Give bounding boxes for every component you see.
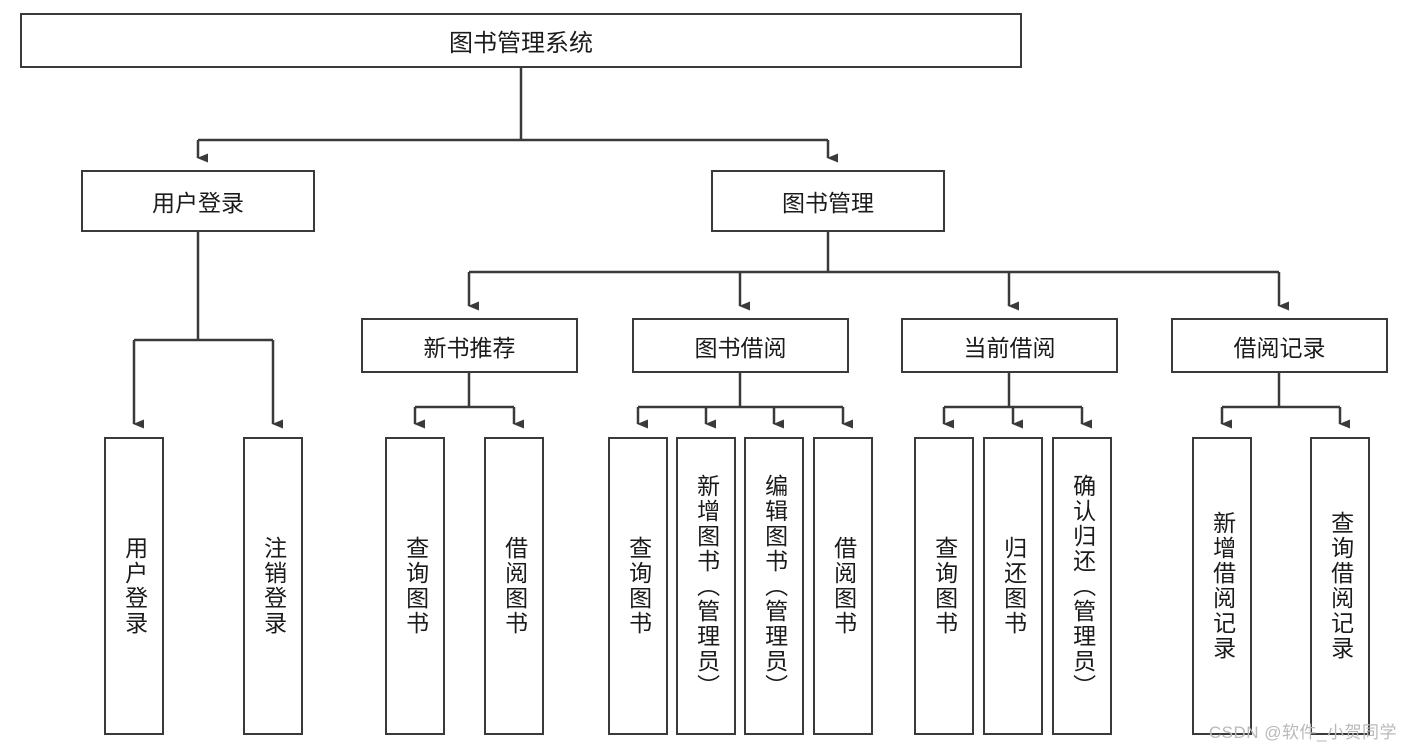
leaf-query-book-current-label: 查询图书 bbox=[931, 536, 958, 636]
leaf-user-login-label: 用户登录 bbox=[121, 536, 148, 636]
leaf-add-book-admin[interactable]: 新增图书（管理员） bbox=[676, 437, 736, 735]
node-book-borrow[interactable]: 图书借阅 bbox=[632, 318, 849, 373]
leaf-add-borrow-record[interactable]: 新增借阅记录 bbox=[1192, 437, 1252, 735]
leaf-user-logout-label: 注销登录 bbox=[260, 536, 287, 636]
leaf-edit-book-admin[interactable]: 编辑图书（管理员） bbox=[744, 437, 804, 735]
node-new-book-recommend-label: 新书推荐 bbox=[423, 334, 516, 361]
node-borrow-record-label: 借阅记录 bbox=[1233, 334, 1326, 361]
node-borrow-record[interactable]: 借阅记录 bbox=[1171, 318, 1388, 373]
node-root-label: 图书管理系统 bbox=[449, 30, 593, 57]
leaf-add-book-admin-label: 新增图书（管理员） bbox=[693, 473, 720, 699]
leaf-user-login[interactable]: 用户登录 bbox=[104, 437, 164, 735]
leaf-query-book-borrow[interactable]: 查询图书 bbox=[608, 437, 668, 735]
leaf-edit-book-admin-label: 编辑图书（管理员） bbox=[761, 473, 788, 699]
node-user-login-label: 用户登录 bbox=[152, 190, 244, 216]
leaf-query-book-borrow-label: 查询图书 bbox=[625, 536, 652, 636]
node-book-borrow-label: 图书借阅 bbox=[694, 334, 787, 361]
node-book-management-label: 图书管理 bbox=[782, 190, 874, 216]
node-current-borrow[interactable]: 当前借阅 bbox=[901, 318, 1118, 373]
leaf-borrow-book-recommend[interactable]: 借阅图书 bbox=[484, 437, 544, 735]
leaf-query-book-current[interactable]: 查询图书 bbox=[914, 437, 974, 735]
leaf-query-book-recommend[interactable]: 查询图书 bbox=[385, 437, 445, 735]
leaf-return-book[interactable]: 归还图书 bbox=[983, 437, 1043, 735]
leaf-user-logout[interactable]: 注销登录 bbox=[243, 437, 303, 735]
leaf-add-borrow-record-label: 新增借阅记录 bbox=[1209, 511, 1236, 661]
leaf-borrow-book-recommend-label: 借阅图书 bbox=[501, 536, 528, 636]
leaf-query-borrow-record[interactable]: 查询借阅记录 bbox=[1310, 437, 1370, 735]
leaf-query-borrow-record-label: 查询借阅记录 bbox=[1327, 511, 1354, 661]
node-book-management[interactable]: 图书管理 bbox=[711, 170, 945, 232]
node-user-login[interactable]: 用户登录 bbox=[81, 170, 315, 232]
node-root[interactable]: 图书管理系统 bbox=[20, 13, 1022, 68]
leaf-confirm-return-admin[interactable]: 确认归还（管理员） bbox=[1052, 437, 1112, 735]
leaf-borrow-book[interactable]: 借阅图书 bbox=[813, 437, 873, 735]
leaf-confirm-return-admin-label: 确认归还（管理员） bbox=[1069, 473, 1096, 699]
leaf-return-book-label: 归还图书 bbox=[1000, 536, 1027, 636]
leaf-query-book-recommend-label: 查询图书 bbox=[402, 536, 429, 636]
node-new-book-recommend[interactable]: 新书推荐 bbox=[361, 318, 578, 373]
watermark: CSDN @软件_小贺同学 bbox=[1208, 723, 1397, 742]
leaf-borrow-book-label: 借阅图书 bbox=[830, 536, 857, 636]
node-current-borrow-label: 当前借阅 bbox=[963, 334, 1056, 361]
